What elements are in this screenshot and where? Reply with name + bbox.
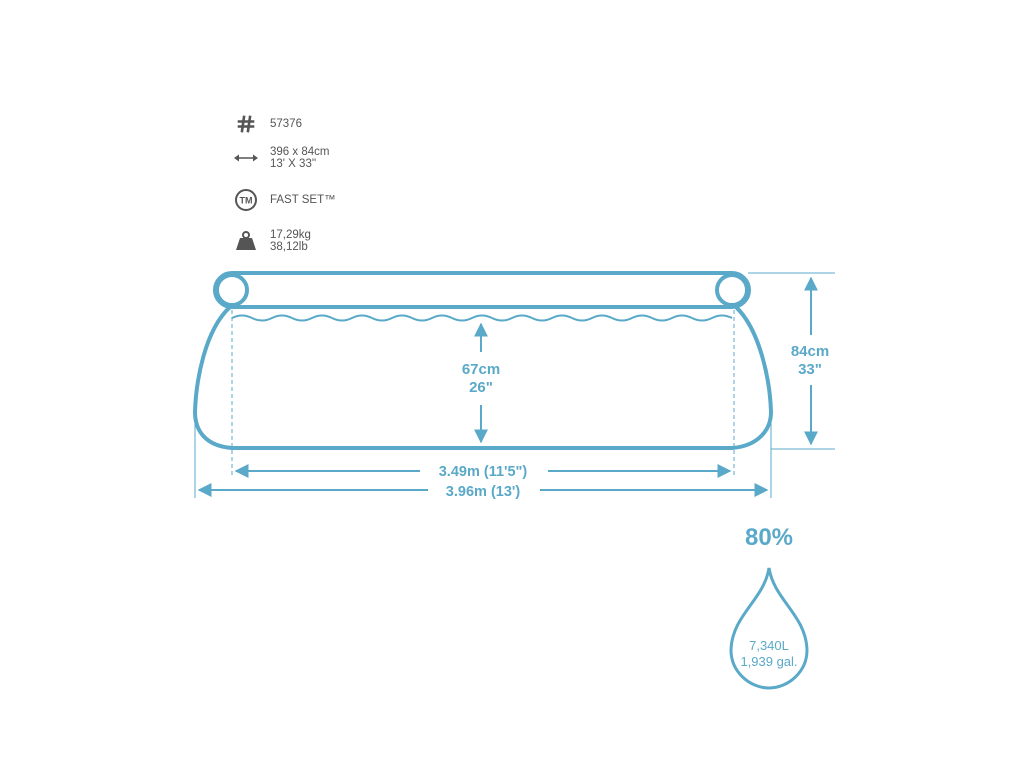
spec-weight-row: 17,29kg 38,12lb [232,227,311,255]
trademark-icon: TM [232,186,260,214]
capacity-liters: 7,340L [749,638,789,653]
spec-code-row: 57376 [232,110,302,138]
series-name: FAST SET™ [270,194,336,206]
product-code: 57376 [270,118,302,130]
capacity-gallons: 1,939 gal. [740,654,797,669]
height-in: 33" [798,361,822,378]
ring-right-end [715,273,749,307]
weight-kg: 17,29kg [270,229,311,241]
fill-percent: 80% [745,524,793,551]
double-arrow-icon [232,144,260,172]
weight-lb: 38,12lb [270,241,308,253]
height-cm: 84cm [791,343,829,360]
water-line [231,314,733,322]
water-depth-in: 26" [469,379,493,396]
svg-text:TM: TM [240,196,253,206]
weight-icon [232,227,260,255]
water-depth-cm: 67cm [462,361,500,378]
size-cm: 396 x 84cm [270,146,330,158]
outer-width: 3.96m (13') [446,484,521,500]
water-drop-icon [729,567,809,690]
pool-wall [192,305,774,450]
spec-series-row: TM FAST SET™ [232,186,336,214]
ring-left-end [215,273,249,307]
pool-top-ring [213,271,751,309]
inner-width: 3.49m (11'5") [439,464,528,480]
size-ft: 13' X 33'' [270,158,317,170]
spec-size-row: 396 x 84cm 13' X 33'' [232,144,329,172]
hash-icon [232,110,260,138]
pool-outline [192,271,774,450]
